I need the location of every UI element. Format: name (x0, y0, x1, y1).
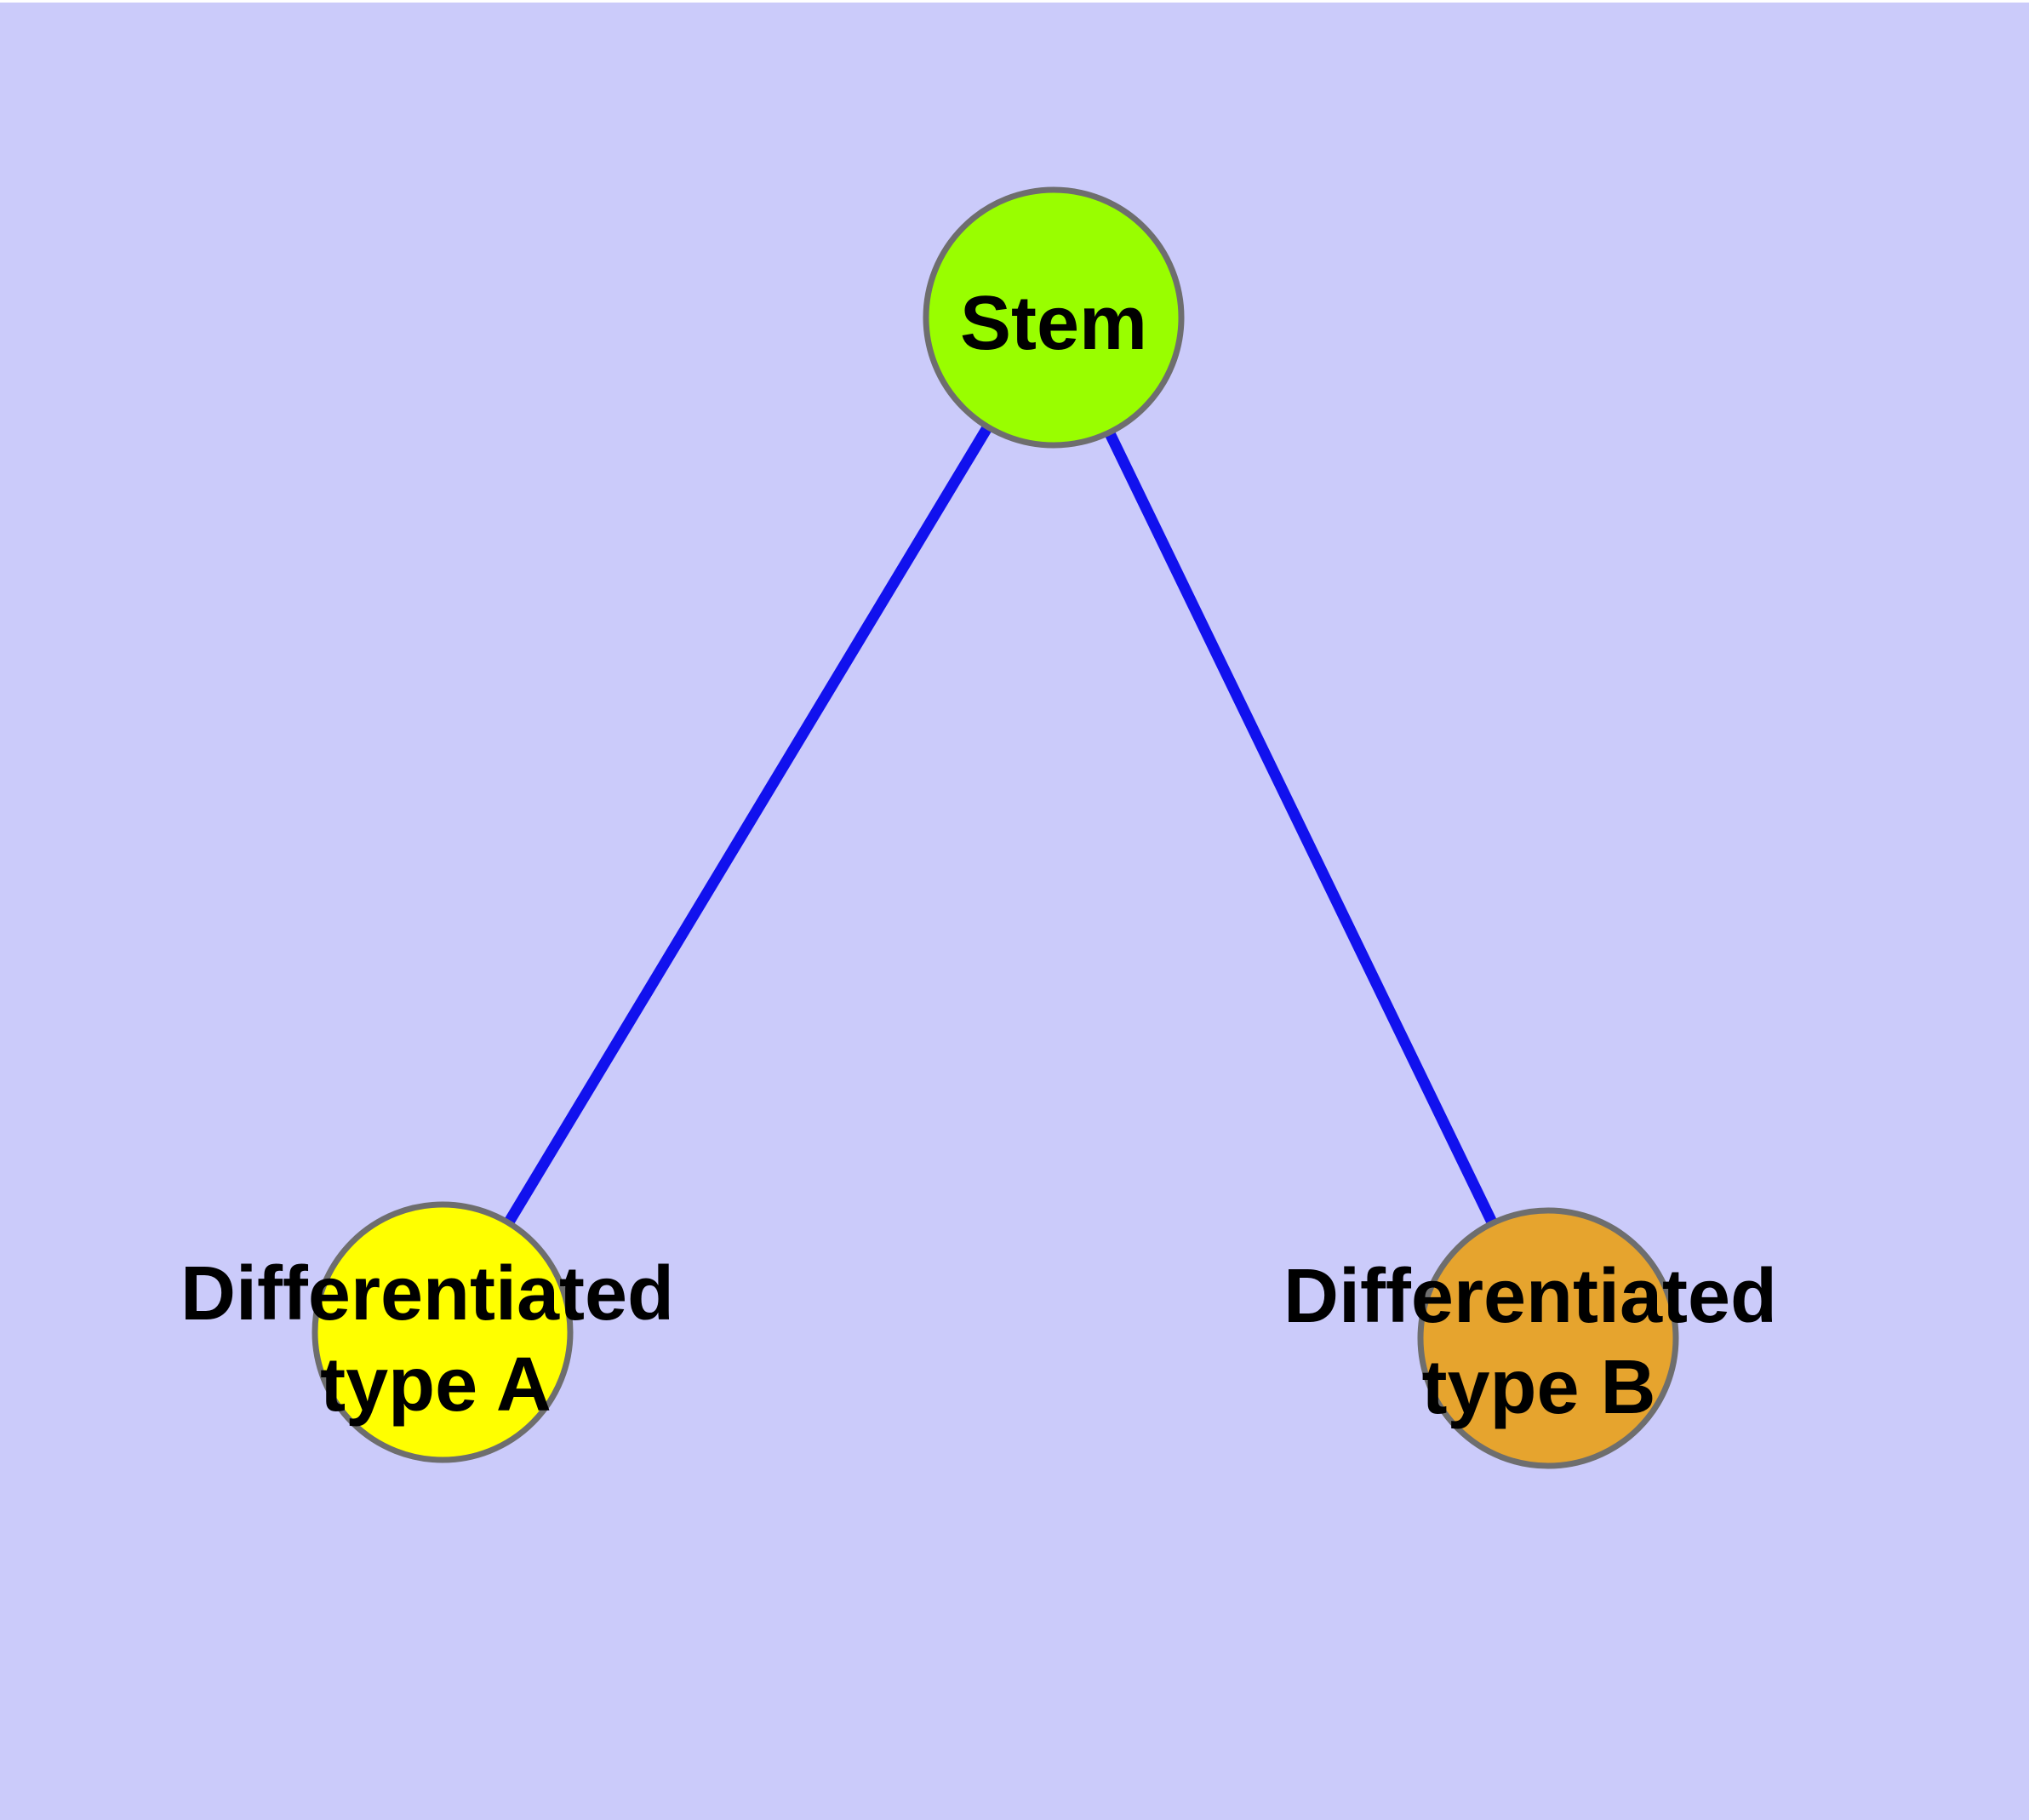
type-a-node-label-line1: Differentiated (180, 1251, 674, 1336)
type-b-node-label-line2: type B (1421, 1345, 1655, 1430)
type-a-node-circle (311, 1201, 574, 1463)
edge-stem-to-type-a (437, 314, 1059, 1336)
type-b-node-circle (1417, 1207, 1679, 1469)
type-a-node-label-line2: type A (320, 1342, 552, 1428)
stem-node-label: Stem (960, 281, 1147, 366)
edge-stem-to-type-b (1049, 315, 1553, 1341)
stem-node-circle (923, 186, 1185, 449)
type-b-node-label-line1: Differentiated (1283, 1254, 1777, 1339)
